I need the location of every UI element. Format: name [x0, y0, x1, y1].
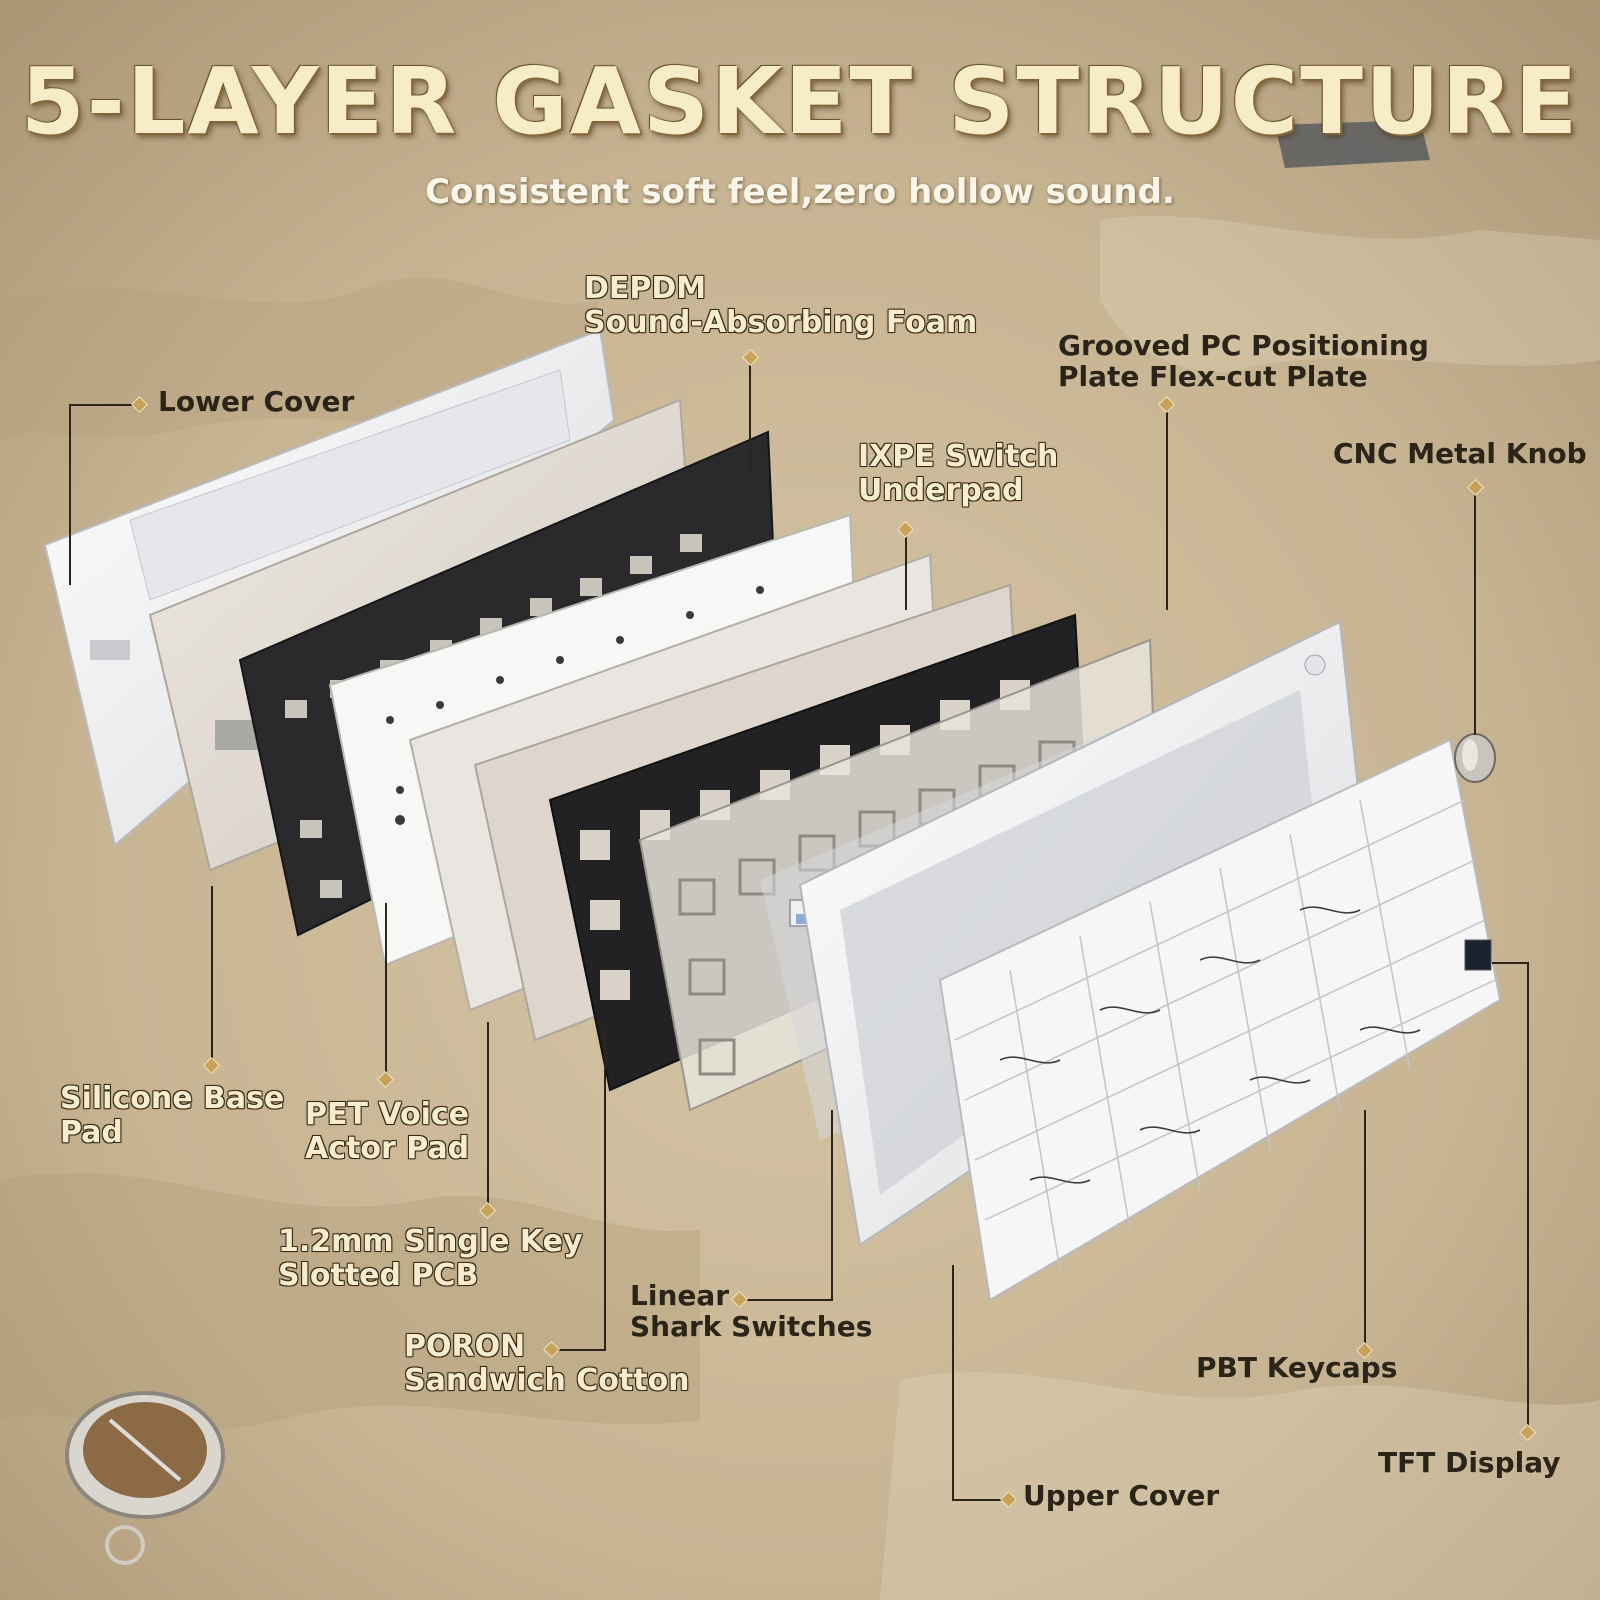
label-silicone-pad: Silicone Base Pad: [60, 1081, 285, 1150]
page-title: 5-LAYER GASKET STRUCTURE: [20, 48, 1580, 155]
label-pcb: 1.2mm Single Key Slotted PCB: [278, 1224, 583, 1293]
label-depdm-foam: DEPDM Sound-Absorbing Foam: [584, 271, 978, 340]
marker-tft: [1519, 1424, 1536, 1441]
marker-silicone: [203, 1057, 220, 1074]
leader-lower-cover: [69, 404, 140, 585]
label-cnc-knob: CNC Metal Knob: [1333, 437, 1587, 470]
page-subtitle: Consistent soft feel,zero hollow sound.: [425, 172, 1175, 212]
label-pbt-keycaps: PBT Keycaps: [1196, 1351, 1398, 1384]
marker-pet: [377, 1071, 394, 1088]
leader-tft: [1492, 962, 1529, 1432]
leader-linear: [740, 1110, 833, 1301]
compass-decoration: [65, 1391, 225, 1565]
marker-ixpe: [897, 521, 914, 538]
marker-depdm: [742, 349, 759, 366]
metal-knob: [1454, 733, 1496, 783]
label-lower-cover: Lower Cover: [158, 385, 355, 418]
label-tft-display: TFT Display: [1378, 1446, 1561, 1479]
leader-poron: [552, 1025, 606, 1351]
label-pet-pad: PET Voice Actor Pad: [305, 1097, 470, 1166]
marker-pbt: [1356, 1342, 1373, 1359]
label-linear-switches: Linear Shark Switches: [630, 1279, 873, 1344]
label-upper-cover: Upper Cover: [1023, 1479, 1220, 1512]
marker-cnc-knob: [1467, 479, 1484, 496]
label-ixpe-underpad: IXPE Switch Underpad: [858, 439, 1059, 508]
marker-grooved-plate: [1158, 396, 1175, 413]
marker-pcb: [479, 1202, 496, 1219]
label-grooved-plate: Grooved PC Positioning Plate Flex-cut Pl…: [1058, 329, 1429, 394]
marker-upper-cover: [1000, 1491, 1017, 1508]
keycaps-layer: [938, 738, 1502, 1302]
mini-keyboard-decoration: [1275, 120, 1430, 168]
marker-lower-cover: [131, 396, 148, 413]
label-poron-cotton: PORON Sandwich Cotton: [404, 1329, 690, 1398]
marker-linear: [731, 1291, 748, 1308]
leader-lines: [69, 358, 1529, 1501]
callout-markers: [131, 349, 1536, 1508]
marker-poron: [543, 1341, 560, 1358]
leader-upper-cover: [952, 1265, 1008, 1501]
